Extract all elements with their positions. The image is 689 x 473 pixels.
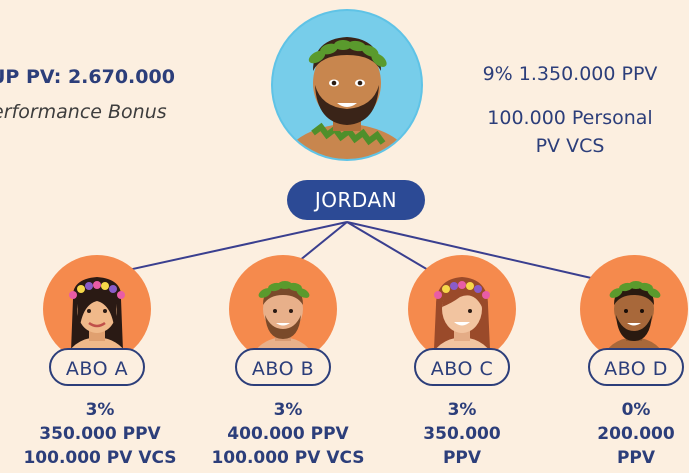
jordan-avatar	[273, 11, 421, 159]
abo-d-ppv: 200.000	[597, 424, 675, 444]
root-name-pill: JORDAN	[287, 180, 425, 220]
abo-b-name-pill: ABO B	[235, 348, 331, 386]
group-pv-label: UP PV: 2.670.000	[0, 66, 175, 88]
abo-b-ppv: 400.000 PPV	[227, 424, 349, 444]
abo-c-ppv: 350.000	[423, 424, 501, 444]
abo-d-percent: 0%	[621, 400, 651, 420]
abo-c-name-pill: ABO C	[414, 348, 510, 386]
abo-a-name-pill: ABO A	[49, 348, 145, 386]
abo-a-pv-vcs: 100.000 PV VCS	[23, 448, 177, 468]
abo-d-stats: 0% 200.000 PPV	[554, 398, 689, 470]
abo-c-percent: 3%	[447, 400, 477, 420]
root-personal-line-1: 100.000 Personal	[487, 107, 653, 129]
connector-abo-a	[109, 221, 348, 275]
abo-d-ppv-unit: PPV	[616, 448, 656, 468]
abo-d-name-pill: ABO D	[588, 348, 684, 386]
abo-b-pv-vcs: 100.000 PV VCS	[211, 448, 365, 468]
abo-a-avatar	[43, 255, 151, 363]
root-ppv-label: 9% 1.350.000 PPV	[482, 63, 658, 85]
abo-a-stats: 3% 350.000 PPV 100.000 PV VCS	[0, 398, 200, 470]
abo-b-percent: 3%	[273, 400, 303, 420]
abo-c-avatar	[408, 255, 516, 363]
root-personal-line-2: PV VCS	[535, 135, 605, 157]
connector-abo-c	[346, 221, 436, 275]
abo-b-avatar	[229, 255, 337, 363]
abo-d-avatar	[580, 255, 688, 363]
abo-c-stats: 3% 350.000 PPV	[380, 398, 544, 470]
performance-bonus-label: erformance Bonus	[0, 101, 167, 123]
abo-a-percent: 3%	[85, 400, 115, 420]
abo-c-ppv-unit: PPV	[442, 448, 482, 468]
abo-a-ppv: 350.000 PPV	[39, 424, 161, 444]
connector-abo-d	[346, 221, 601, 281]
root-personal-pv-label: 100.000 Personal PV VCS	[440, 104, 689, 160]
abo-b-stats: 3% 400.000 PPV 100.000 PV VCS	[188, 398, 388, 470]
